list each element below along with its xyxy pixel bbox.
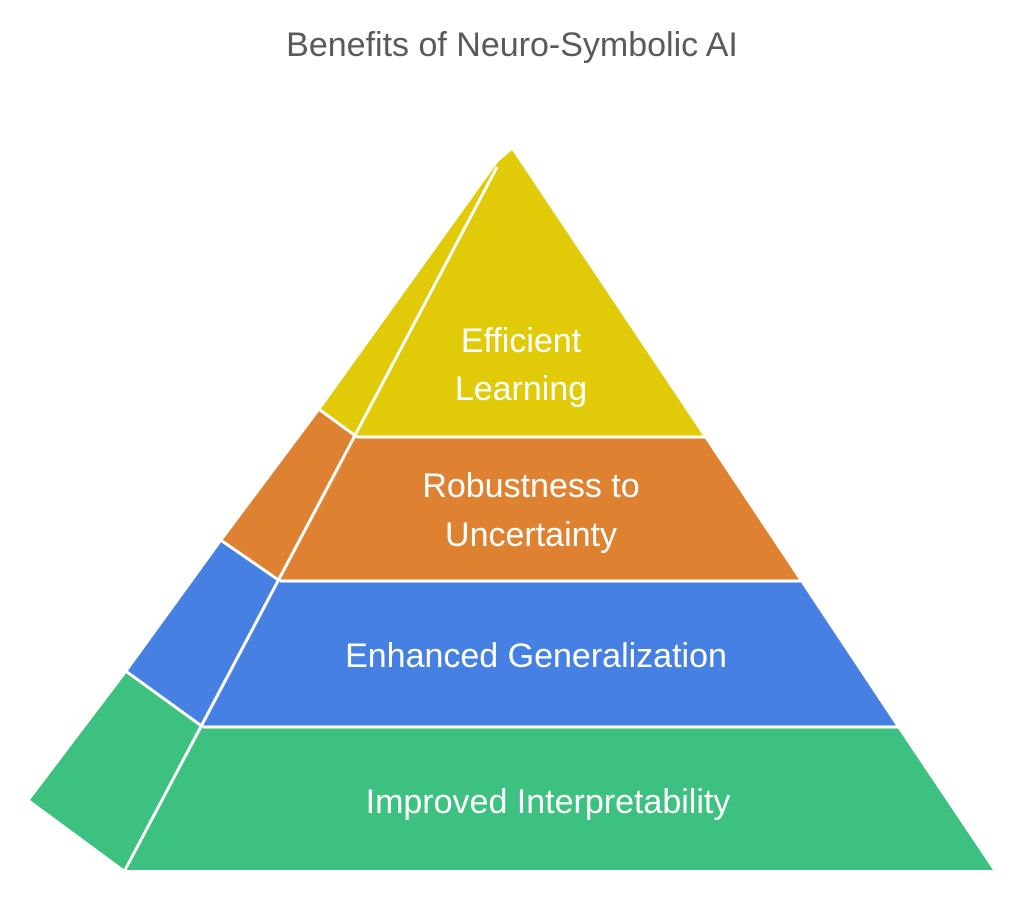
- level-generalization: [127, 541, 897, 727]
- level-label: Learning: [455, 370, 587, 408]
- level-front-face: [203, 581, 897, 727]
- level-label: Robustness to: [422, 467, 639, 505]
- level-robustness: [222, 410, 800, 581]
- level-front-face: [280, 437, 800, 581]
- level-side-face: [30, 672, 203, 870]
- level-label: Efficient: [461, 322, 582, 360]
- level-label: Improved Interpretability: [366, 783, 731, 821]
- level-label: Enhanced Generalization: [345, 637, 727, 675]
- level-side-face: [127, 541, 280, 727]
- level-interpretability: [30, 672, 993, 870]
- diagram-title: Benefits of Neuro-Symbolic AI: [286, 26, 738, 64]
- level-efficient-learning: [320, 150, 704, 437]
- separator-lines: [123, 166, 899, 871]
- level-label: Uncertainty: [445, 516, 617, 554]
- level-side-face: [222, 410, 357, 581]
- level-front-face: [125, 727, 993, 870]
- level-front-face: [320, 150, 704, 437]
